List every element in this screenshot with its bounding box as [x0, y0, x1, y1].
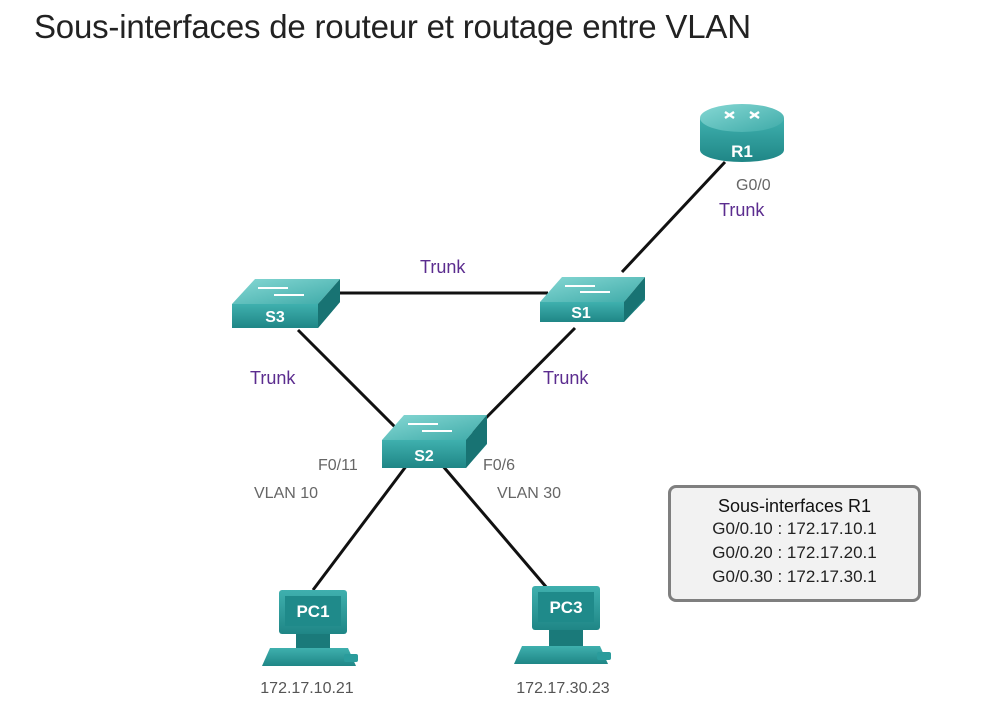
- switch-s2-label: S2: [414, 448, 434, 465]
- subinterface-row: G0/0.20 : 172.17.20.1: [712, 543, 877, 562]
- pc-icon[interactable]: PC1: [262, 590, 358, 666]
- trunk-label-s3-s2: Trunk: [250, 368, 296, 388]
- subinterfaces-title: Sous-interfaces R1: [717, 496, 872, 516]
- pc3-label: PC3: [549, 598, 582, 617]
- s2-pc3-interface-label: F0/6: [483, 457, 515, 474]
- pc-icon[interactable]: PC3: [514, 586, 611, 664]
- r1-interface-label: G0/0: [736, 177, 771, 194]
- link-s2-pc3: [440, 464, 549, 589]
- switch-icon[interactable]: S2: [382, 415, 487, 468]
- page-title: Sous-interfaces de routeur et routage en…: [34, 8, 751, 45]
- pc3-ip-label: 172.17.30.23: [516, 680, 610, 697]
- link-s2-pc1: [311, 464, 409, 591]
- s2-pc1-vlan-label: VLAN 10: [254, 485, 318, 502]
- link-s3-s2: [296, 328, 402, 434]
- router-r1-label: R1: [731, 142, 753, 161]
- pc1-label: PC1: [296, 602, 329, 621]
- switch-icon[interactable]: S3: [232, 279, 340, 328]
- subinterfaces-box: Sous-interfaces R1 G0/0.10 : 172.17.10.1…: [668, 485, 921, 602]
- s2-pc3-vlan-label: VLAN 30: [497, 485, 561, 502]
- s2-pc1-interface-label: F0/11: [318, 457, 358, 474]
- switch-s3-label: S3: [265, 309, 285, 326]
- link-r1-s1: [620, 160, 727, 274]
- pc1-ip-label: 172.17.10.21: [260, 680, 354, 697]
- link-s1-s2: [470, 326, 577, 434]
- switch-icon[interactable]: S1: [540, 277, 645, 322]
- subinterface-row: G0/0.10 : 172.17.10.1: [712, 519, 877, 538]
- trunk-label-r1-s1: Trunk: [719, 200, 765, 220]
- switch-s1-label: S1: [571, 305, 591, 322]
- router-icon[interactable]: R1: [700, 104, 784, 162]
- subinterface-row: G0/0.30 : 172.17.30.1: [712, 567, 877, 586]
- trunk-label-s1-s2: Trunk: [543, 368, 589, 388]
- trunk-label-s3-s1: Trunk: [420, 257, 466, 277]
